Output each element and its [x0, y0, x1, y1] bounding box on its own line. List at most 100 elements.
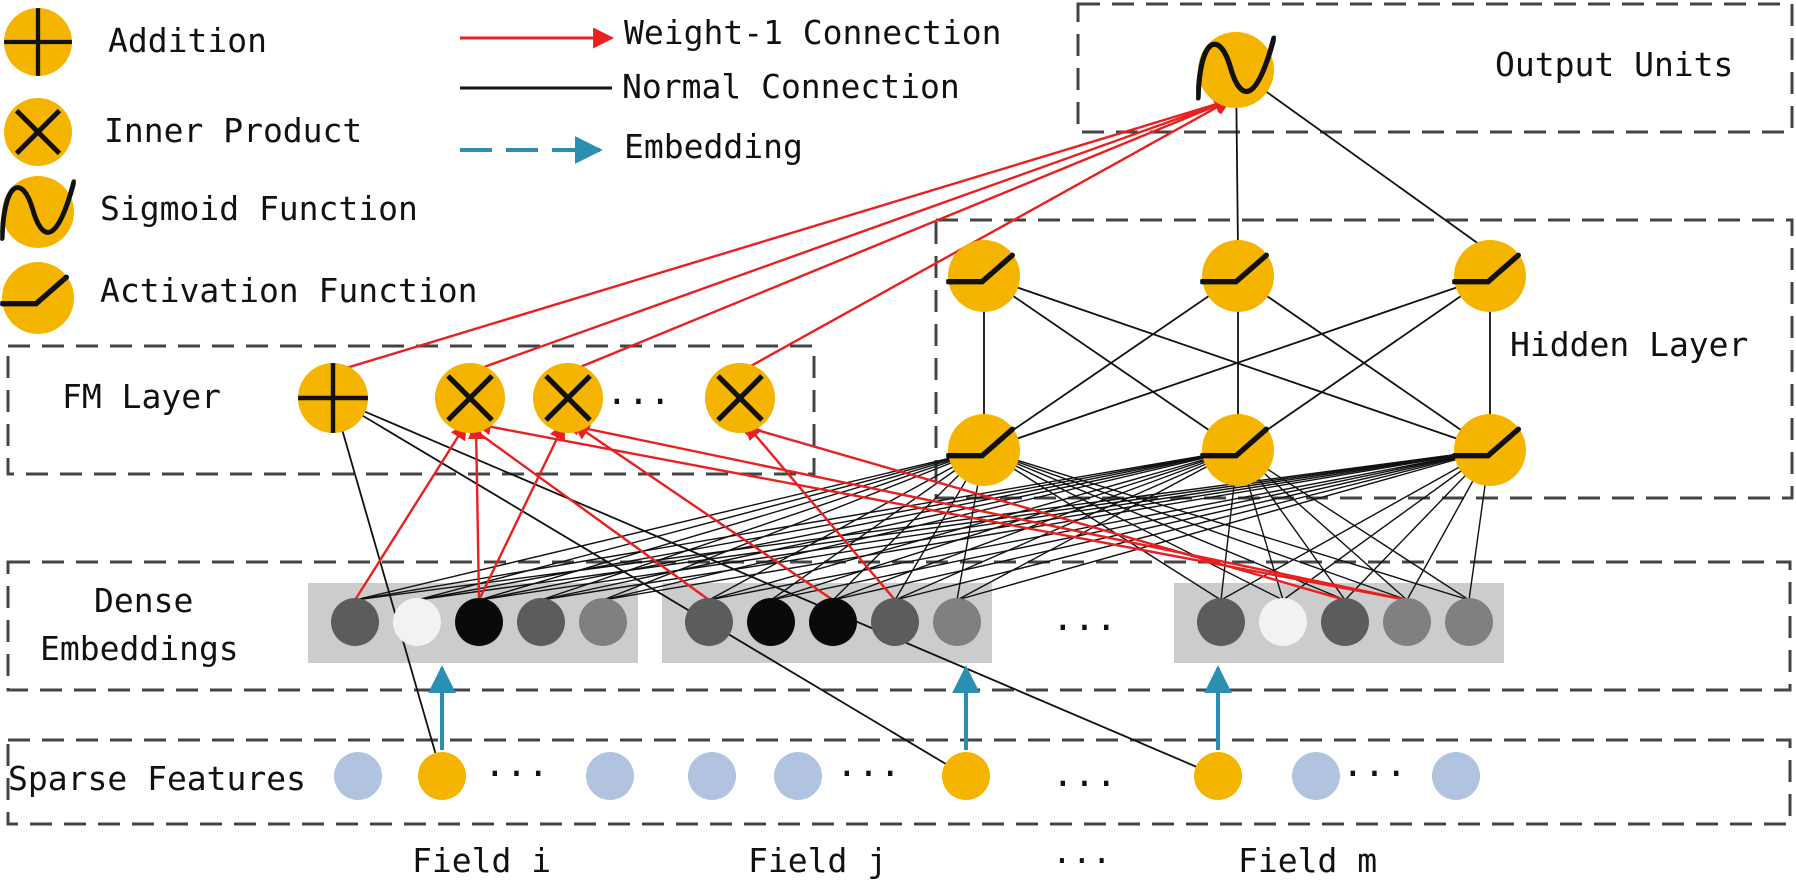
dense-embedding-dot-1-2	[809, 598, 857, 646]
conn-add-sparse-m	[332, 397, 1219, 777]
conn-dense-13-hidden-0	[983, 449, 1408, 601]
dense-embedding-dot-1-3	[871, 598, 919, 646]
dense-ellipsis: ···	[1052, 608, 1117, 649]
conn-dense-6-hidden-0	[770, 449, 985, 601]
conn-dense-8-hidden-2	[894, 449, 1491, 601]
weight1-fm-output-2	[567, 97, 1232, 374]
sparse-feature-off-1	[586, 752, 634, 800]
sparse-ellipsis-3: ···	[1052, 764, 1117, 805]
hidden-layer-box	[934, 218, 1794, 500]
hidden-bottom-activation-node-2	[1202, 414, 1274, 486]
hidden-top-activation-3-disc	[1454, 240, 1526, 312]
output-sigmoid-node	[1198, 32, 1274, 108]
field-ellipsis: ···	[1052, 841, 1112, 880]
conn-dense-0-hidden-2	[354, 449, 1491, 601]
dense-embedding-dot-0-2	[455, 598, 503, 646]
conn-dense-2-hidden-0	[478, 449, 985, 601]
weight1-fm-output-0	[332, 96, 1232, 374]
sparse-feature-on-0	[418, 752, 466, 800]
dense-embedding-dot-1-4	[933, 598, 981, 646]
fm-inner-product-node-2	[533, 363, 603, 433]
legend-inner-product-icon	[4, 98, 72, 166]
fm-inner-product-node-3	[705, 363, 775, 433]
conn-dense-1-hidden-2	[416, 449, 1491, 601]
conn-dense-8-hidden-1	[894, 449, 1239, 601]
legend-addition-icon	[4, 8, 72, 76]
fm-layer-box	[6, 344, 816, 476]
dense-embedding-dot-0-1	[393, 598, 441, 646]
dense-embeddings-label-line1: Dense	[94, 581, 193, 620]
sparse-features-box	[6, 738, 1792, 826]
conn-dense-2-hidden-1	[478, 449, 1239, 601]
legend-inner-product-label: Inner Product	[104, 111, 362, 150]
sparse-feature-off-3	[774, 752, 822, 800]
dense-embeddings-box	[6, 560, 1792, 692]
dense-embedding-dot-2-3	[1383, 598, 1431, 646]
sparse-feature-off-0	[334, 752, 382, 800]
conn-dense-3-hidden-1	[540, 449, 1239, 601]
dense-embedding-dot-2-0	[1197, 598, 1245, 646]
legend-activation-disc	[2, 262, 74, 334]
sparse-feature-off-5	[1432, 752, 1480, 800]
conn-add-sparse-i	[332, 397, 443, 777]
hidden-bottom-activation-1-disc	[948, 414, 1020, 486]
sparse-feature-on-1	[942, 752, 990, 800]
conn-output-hidden-3	[1235, 69, 1491, 253]
weight1-fm-output-3	[739, 98, 1232, 374]
field-i-label: Field i	[412, 841, 551, 880]
field-m-label: Field m	[1238, 841, 1377, 880]
sparse-feature-on-2	[1194, 752, 1242, 800]
conn-dense-14-hidden-0	[983, 449, 1470, 601]
legend-sigmoid-icon	[2, 176, 74, 248]
conn-dense-5-hidden-2	[708, 449, 1491, 601]
weight1-dense-fm-8	[734, 420, 1346, 602]
legend-sigmoid-label: Sigmoid Function	[100, 189, 418, 228]
weight1-dense-fm-1	[467, 422, 485, 601]
conn-hidden-1-0	[983, 275, 1239, 451]
legend-activation-label: Activation Function	[100, 271, 478, 310]
weight1-dense-fm-7	[744, 422, 896, 601]
hidden-bottom-activation-3-disc	[1454, 414, 1526, 486]
weight1-dense-fm-2	[464, 423, 710, 601]
legend-addition-label: Addition	[108, 21, 267, 60]
conn-dense-10-hidden-2	[1220, 449, 1491, 601]
dense-embedding-dot-0-0	[331, 598, 379, 646]
weight1-dense-fm-3	[474, 418, 1408, 602]
hidden-top-activation-1-disc	[948, 240, 1020, 312]
weight1-dense-fm-0	[353, 422, 468, 601]
sparse-ellipsis-2: ···	[836, 754, 901, 795]
hidden-top-activation-node-2	[1202, 240, 1274, 312]
legend-normal-label: Normal Connection	[622, 67, 960, 106]
hidden-bottom-activation-node-1	[948, 414, 1020, 486]
weight1-dense-fm-5	[572, 423, 834, 601]
dense-embedding-dot-1-0	[685, 598, 733, 646]
legend-activation-icon	[2, 262, 74, 334]
conn-dense-14-hidden-1	[1237, 449, 1470, 601]
conn-dense-13-hidden-1	[1237, 449, 1408, 601]
dense-embedding-dot-2-1	[1259, 598, 1307, 646]
hidden-top-activation-node-3	[1454, 240, 1526, 312]
sparse-ellipsis-4: ···	[1342, 754, 1407, 795]
dense-embedding-dot-2-2	[1321, 598, 1369, 646]
dense-embedding-dot-1-1	[747, 598, 795, 646]
dense-embedding-dot-0-4	[579, 598, 627, 646]
hidden-top-activation-2-disc	[1202, 240, 1274, 312]
sparse-feature-off-2	[688, 752, 736, 800]
dense-embeddings-label-line2: Embeddings	[40, 629, 239, 668]
weight1-dense-fm-4	[477, 422, 566, 601]
fm-layer-label: FM Layer	[62, 377, 221, 416]
fm-inner-product-node-1	[435, 363, 505, 433]
output-units-label: Output Units	[1495, 45, 1733, 84]
conn-dense-11-hidden-2	[1282, 449, 1491, 601]
conn-hidden-2-0	[983, 275, 1491, 451]
field-j-label: Field j	[748, 841, 887, 880]
conn-dense-0-hidden-0	[354, 449, 985, 601]
conn-dense-1-hidden-0	[416, 449, 985, 601]
conn-dense-0-hidden-1	[354, 449, 1239, 601]
sparse-features-label: Sparse Features	[8, 759, 306, 798]
hidden-layer-label: Hidden Layer	[1510, 325, 1748, 364]
conn-dense-1-hidden-1	[416, 449, 1239, 601]
legend-weight1-label: Weight-1 Connection	[624, 13, 1002, 52]
weight1-fm-output-1	[469, 97, 1232, 374]
